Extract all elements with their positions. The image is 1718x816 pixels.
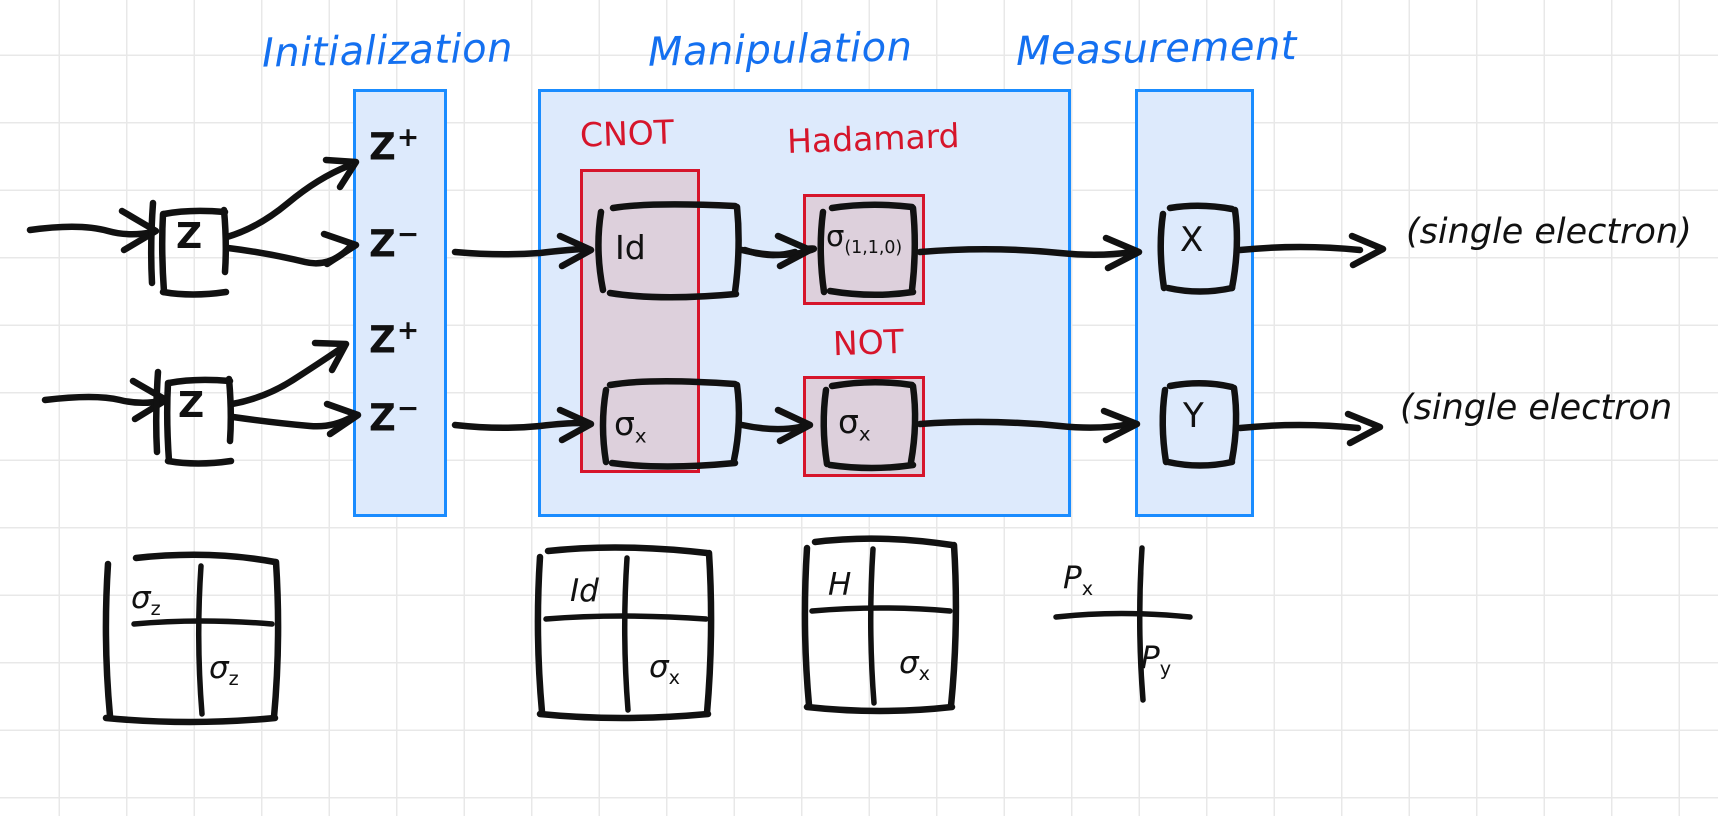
z-gate-bottom-label: Z	[178, 385, 205, 426]
cell-symbol: σ	[209, 650, 229, 686]
cell-symbol: H	[828, 567, 852, 603]
state-label-top-minus: Z−	[369, 219, 420, 265]
stage-panel-measurement	[1135, 89, 1254, 517]
state-base: Z	[369, 396, 397, 440]
group-label-hadamard: Hadamard	[786, 116, 961, 161]
state-sign: −	[396, 219, 421, 250]
input-arrow-bottom	[41, 377, 170, 423]
gate-subscript: x	[858, 422, 871, 446]
branch-arrow-top-up	[223, 156, 360, 241]
gate-symbol: Id	[615, 228, 646, 267]
measure-x-label: X	[1180, 220, 1204, 260]
state-label-bottom-minus: Z−	[369, 393, 420, 439]
output-note-bottom: (single electron	[1400, 388, 1673, 428]
gate-sigma-x-2-label: σx	[838, 402, 871, 446]
gate-symbol: σ	[838, 402, 859, 441]
matrix-measurement-cell-br: Py	[1141, 640, 1171, 680]
cell-symbol: σ	[899, 645, 919, 681]
matrix-initialization-cell-tl: σz	[131, 580, 161, 620]
state-base: Z	[369, 318, 397, 362]
cell-symbol: σ	[649, 649, 669, 685]
gate-subscript: x	[634, 424, 647, 448]
branch-arrow-bottom-down	[229, 400, 362, 438]
gate-symbol: σ	[614, 404, 635, 443]
cell-subscript: x	[918, 662, 931, 686]
z-gate-top-label: Z	[176, 216, 203, 257]
matrix-measurement-cell-tl: Px	[1063, 560, 1093, 600]
branch-arrow-bottom-up	[228, 339, 350, 408]
stage-panel-initialization	[353, 89, 447, 517]
state-label-top-plus: Z+	[369, 122, 420, 168]
group-label-cnot: CNOT	[579, 112, 675, 155]
gate-symbol: σ	[826, 219, 845, 253]
matrix-initialization-cell-br: σz	[209, 650, 239, 690]
cell-symbol: P	[1141, 640, 1160, 676]
output-arrow-bottom	[1236, 410, 1384, 447]
gate-id-label: Id	[615, 228, 646, 267]
gate-sigma-x-1-label: σx	[614, 404, 647, 448]
matrix-hadamard-not-cell-tl: H	[828, 567, 851, 607]
cell-symbol: σ	[131, 580, 151, 616]
cell-subscript: z	[150, 597, 161, 621]
gate-hadamard-label: σ(1,1,0)	[826, 219, 902, 258]
stage-title-initialization: Initialization	[261, 25, 514, 77]
stage-title-measurement: Measurement	[1015, 23, 1298, 75]
gate-subscript: (1,1,0)	[844, 237, 903, 258]
state-base: Z	[369, 125, 397, 169]
state-sign: +	[396, 122, 421, 153]
matrix-cnot-cell-tl: Id	[570, 573, 599, 613]
output-note-top: (single electron)	[1406, 212, 1692, 252]
cell-symbol: Id	[570, 573, 599, 609]
state-sign: +	[396, 315, 421, 346]
branch-arrow-top-down	[224, 230, 360, 268]
cell-symbol: P	[1063, 560, 1082, 596]
cell-subscript: x	[668, 666, 681, 690]
cell-subscript: y	[1159, 657, 1172, 681]
stage-title-manipulation: Manipulation	[647, 24, 913, 76]
matrix-hadamard-not-cell-br: σx	[899, 645, 930, 685]
output-arrow-top	[1236, 232, 1387, 269]
state-label-bottom-plus: Z+	[369, 315, 420, 361]
input-arrow-top	[26, 207, 160, 254]
state-sign: −	[396, 393, 421, 424]
matrix-cnot-cell-br: σx	[649, 649, 680, 689]
cell-subscript: x	[1081, 577, 1094, 601]
measure-y-label: Y	[1183, 396, 1204, 436]
matrix-cnot-bracket	[534, 544, 715, 722]
cell-subscript: z	[228, 667, 239, 691]
state-base: Z	[369, 222, 397, 266]
group-label-not: NOT	[832, 321, 905, 364]
matrix-hadamard-not-bracket	[801, 535, 960, 715]
